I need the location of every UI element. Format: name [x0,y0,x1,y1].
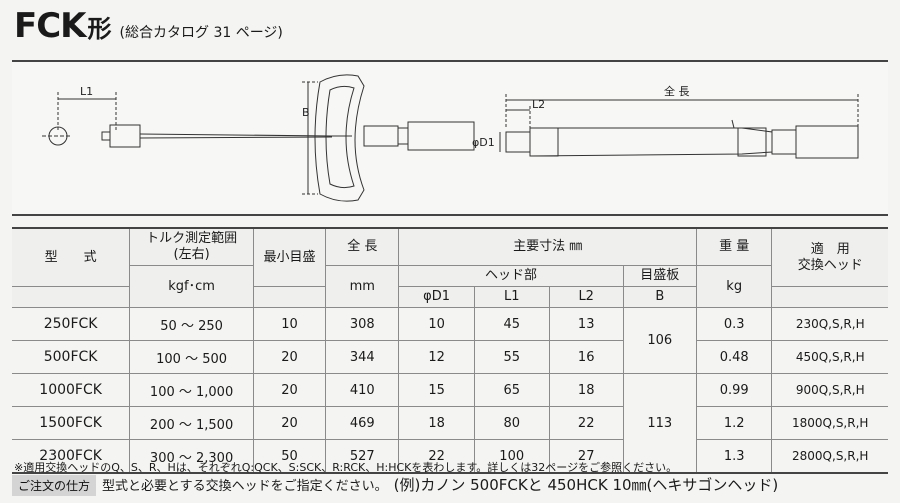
table-row: 500FCK 100 ～ 500 20 344 12 55 16 0.48 45… [12,340,888,374]
cell-d1: 12 [398,340,475,374]
table-row: 1000FCK 100 ～ 1,000 20 410 15 65 18 113 … [12,373,888,474]
applicable-spacer [771,286,888,308]
cell-l2: 13 [548,307,624,341]
header-min-grad: 最小目盛 [252,228,327,287]
min-grad-spacer [252,286,327,308]
cell-length: 344 [325,340,400,374]
header-applicable: 適 用交換ヘッド [771,228,888,287]
cell-head: 900Q,S,R,H [771,373,888,407]
cell-l2: 27 [548,439,624,474]
cell-weight: 0.48 [695,340,773,374]
spec-table: 型 式 トルク測定範囲(左右) 最小目盛 全 長 主要寸法 ㎜ 重 量 適 用交… [12,227,888,474]
model-title: FCK [14,6,87,46]
cell-model: 1500FCK [12,406,131,440]
l2-label: L2 [532,98,545,111]
cell-weight: 0.3 [695,307,773,341]
cell-min: 10 [252,307,327,341]
wrench-drawing: L1 B L2 全 長 φD1 [42,74,859,202]
cell-model: 2300FCK [12,439,131,474]
table-row: 1500FCK 200 ～ 1,500 20 469 18 80 22 1.2 … [12,406,888,440]
header-scale-plate: 目盛板 [622,265,697,287]
unit-torque: kgf･cm [129,265,254,308]
l1-label: L1 [80,85,93,98]
cell-l2: 16 [548,340,624,374]
cell-weight: 1.2 [695,406,773,440]
header-torque-range: トルク測定範囲(左右) [129,228,254,266]
cell-d1: 15 [398,373,475,407]
cell-head: 2800Q,S,R,H [771,439,888,474]
table-row: 250FCK 50 ～ 250 10 308 10 45 13 106 0.3 … [12,307,888,374]
cell-weight: 0.99 [695,373,773,407]
cell-l1: 55 [473,340,550,374]
cell-min: 20 [252,340,327,374]
cell-head: 230Q,S,R,H [771,307,888,341]
d1-label: φD1 [472,136,495,149]
technical-drawing: L1 B L2 全 長 φD1 [12,60,888,216]
cell-model: 500FCK [12,340,131,374]
header-head-part: ヘッド部 [398,265,624,287]
order-label: ご注文の仕方 [12,475,97,496]
front-view [42,74,475,202]
order-instructions: ご注文の仕方型式と必要とする交換ヘッドをご指定ください。 (例)カノン 500FC… [12,474,778,496]
order-text: 型式と必要とする交換ヘッドをご指定ください。 [102,479,388,494]
cell-model: 1000FCK [12,373,131,407]
b-label: B [302,106,310,119]
header-main-dims: 主要寸法 ㎜ [398,228,697,266]
col-l2: L2 [548,286,624,308]
cell-l2: 18 [548,373,624,407]
cell-b-group2: 113 [622,373,697,474]
side-view [499,94,859,159]
cell-min: 20 [252,373,327,407]
model-suffix: 形 [87,15,112,43]
unit-length: mm [325,265,400,308]
col-l1: L1 [473,286,550,308]
total-length-label: 全 長 [664,84,690,98]
cell-length: 410 [325,373,400,407]
unit-weight: kg [695,265,772,308]
cell-model: 250FCK [12,307,131,341]
cell-l1: 100 [473,439,550,474]
col-d1: φD1 [398,286,475,308]
cell-l1: 80 [473,406,550,440]
cell-d1: 22 [398,439,475,474]
cell-length: 469 [325,406,400,440]
cell-range: 50 ～ 250 [129,307,254,341]
col-b: B [622,286,697,308]
model-spacer [12,286,131,308]
header-model: 型 式 [12,228,131,287]
header-total-length: 全 長 [325,228,400,266]
cell-l1: 65 [473,373,550,407]
cell-head: 1800Q,S,R,H [771,406,888,440]
cell-range: 100 ～ 500 [129,340,254,374]
cell-weight: 1.3 [695,439,773,474]
cell-head: 450Q,S,R,H [771,340,888,374]
order-example: (例)カノン 500FCKと 450HCK 10㎜(ヘキサゴンヘッド) [393,476,779,494]
cell-range: 200 ～ 1,500 [129,406,254,440]
cell-min: 20 [252,406,327,440]
cell-l2: 22 [548,406,624,440]
header-weight: 重 量 [695,228,773,266]
cell-range: 100 ～ 1,000 [129,373,254,407]
cell-length: 527 [325,439,400,474]
cell-d1: 18 [398,406,475,440]
table-row: 2300FCK 300 ～ 2,300 50 527 22 100 27 1.3… [12,439,888,474]
catalog-reference: (総合カタログ 31 ページ) [119,25,283,41]
cell-b-group1: 106 [622,307,697,374]
cell-d1: 10 [398,307,475,341]
footnote: ※適用交換ヘッドのQ、S、R、Hは、それぞれQ:QCK、S:SCK、R:RCK、… [14,461,678,474]
cell-length: 308 [325,307,400,341]
cell-l1: 45 [473,307,550,341]
title-row: FCK形 (総合カタログ 31 ページ) [14,6,283,46]
